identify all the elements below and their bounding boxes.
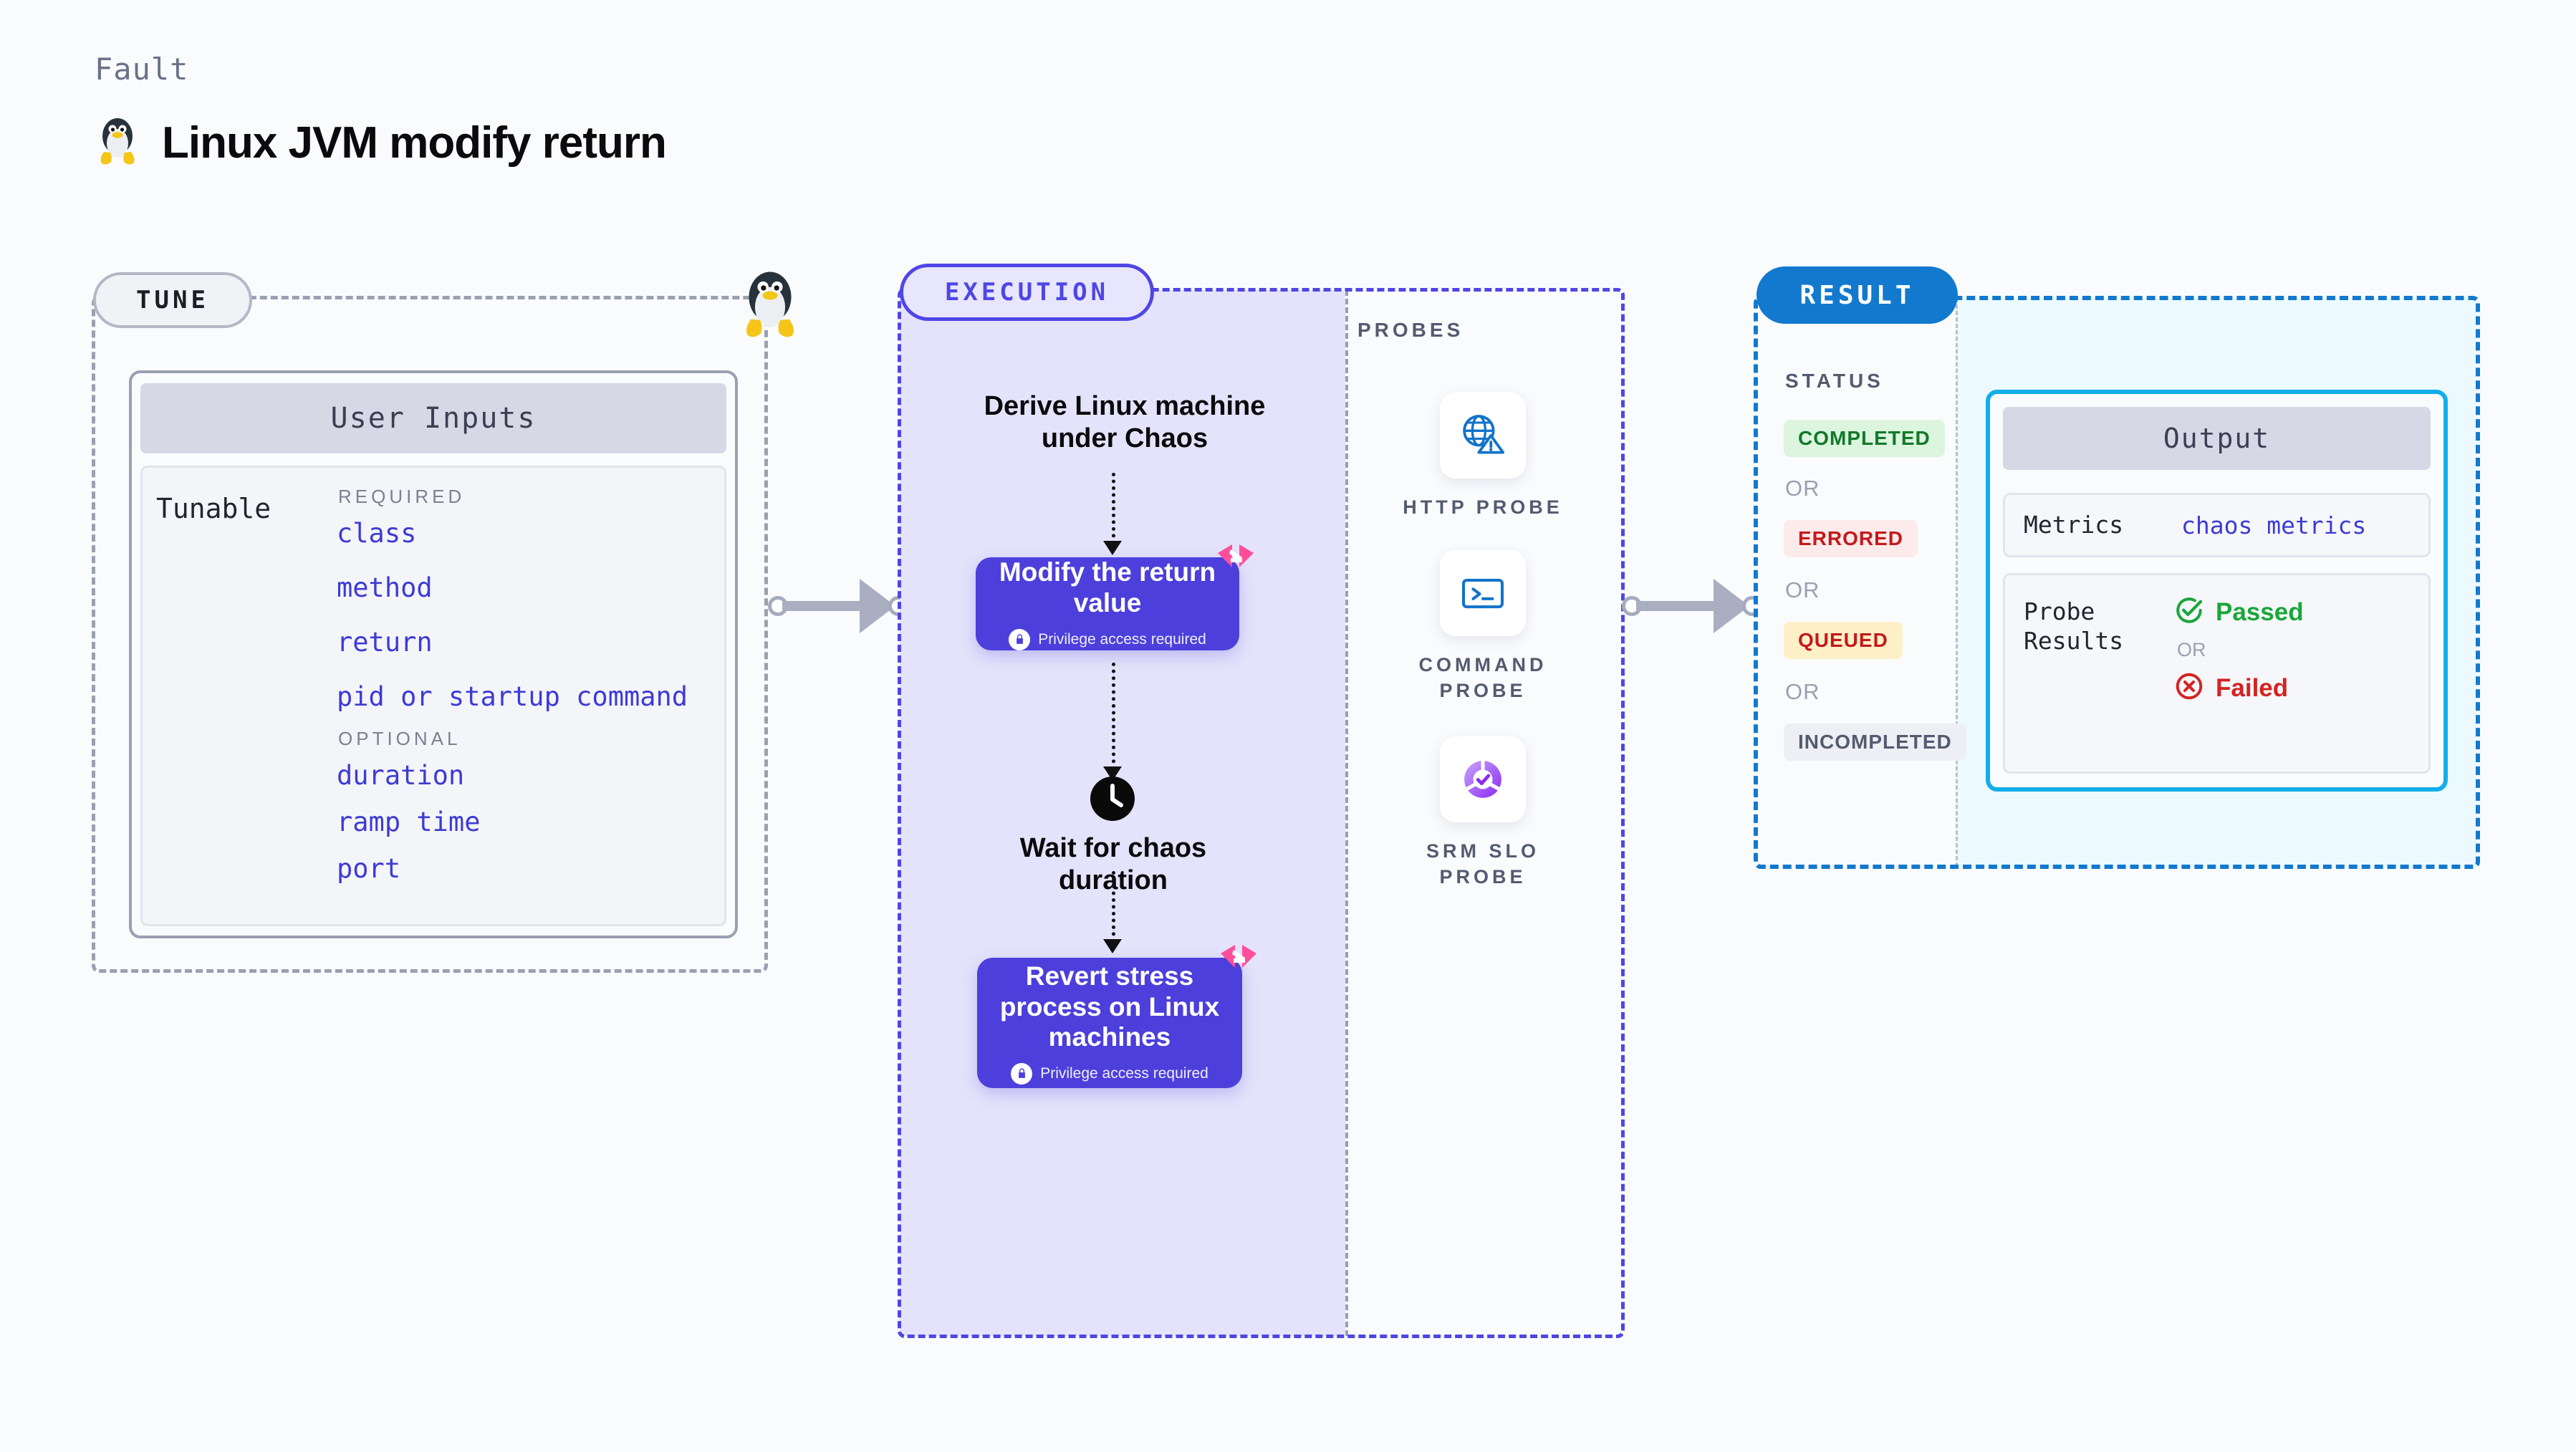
- tunable-row-label: Tunable: [156, 493, 271, 524]
- flow-arrow-2: [1112, 663, 1115, 770]
- connector-line-execution-result: [1636, 601, 1729, 611]
- tune-badge[interactable]: TUNE: [93, 272, 252, 328]
- probe-results-label: Probe Results: [2024, 597, 2124, 655]
- execution-step-derive-label: Derive Linux machine under Chaos: [984, 391, 1266, 453]
- output-metrics-row: Metrics chaos metrics: [2003, 493, 2431, 557]
- execution-section-box: [898, 288, 1625, 1338]
- flow-arrowhead-3: [1103, 939, 1122, 953]
- status-or-label: OR: [1785, 679, 1820, 704]
- probe-label: SRM SLO PROBE: [1426, 840, 1539, 888]
- node-title: Revert stress process on Linux machines: [999, 961, 1220, 1052]
- tunable-item-class[interactable]: class: [337, 518, 417, 549]
- user-inputs-header: User Inputs: [140, 383, 726, 453]
- globe-warning-icon: [1440, 393, 1526, 479]
- output-header: Output: [2003, 407, 2431, 470]
- probe-result-passed: Passed: [2174, 595, 2304, 629]
- probe-item-srm-slo[interactable]: SRM SLO PROBE: [1397, 736, 1569, 890]
- result-status-panel-fill: [1756, 298, 1957, 867]
- status-or-label: OR: [1785, 577, 1820, 602]
- x-circle-icon: [2174, 671, 2204, 705]
- passed-label: Passed: [2216, 597, 2304, 626]
- probe-label: HTTP PROBE: [1403, 496, 1563, 518]
- tunable-item-return[interactable]: return: [337, 627, 433, 658]
- probe-item-command[interactable]: COMMAND PROBE: [1397, 550, 1569, 704]
- probe-result-or-label: OR: [2177, 639, 2206, 660]
- probe-results-values: Passed OR Failed: [2174, 575, 2304, 771]
- status-badge-incompleted: INCOMPLETED: [1784, 723, 1966, 761]
- tunable-item-pid-or-startup-command[interactable]: pid or startup command: [337, 681, 688, 712]
- execution-node-revert-stress-process[interactable]: Revert stress process on Linux machines …: [977, 945, 1256, 1088]
- metrics-label: Metrics: [2024, 511, 2124, 539]
- status-title: STATUS: [1785, 370, 1884, 392]
- node-sub-label: Privilege access required: [1040, 1064, 1208, 1082]
- harness-logo-icon: [1213, 539, 1258, 583]
- node-privilege-note: Privilege access required: [1009, 628, 1206, 650]
- node-privilege-note: Privilege access required: [1011, 1062, 1208, 1085]
- probe-result-failed: Failed: [2174, 671, 2304, 705]
- node-sub-label: Privilege access required: [1038, 630, 1206, 648]
- linux-penguin-icon: [95, 115, 140, 171]
- metrics-value[interactable]: chaos metrics: [2181, 511, 2367, 539]
- tune-section-box: [92, 296, 768, 973]
- page-title-row: Linux JVM modify return: [95, 115, 667, 171]
- harness-logo-icon: [1216, 939, 1261, 984]
- status-badge-completed: COMPLETED: [1784, 420, 1945, 457]
- tunable-item-duration[interactable]: duration: [337, 760, 465, 791]
- flow-arrowhead-1: [1103, 541, 1122, 555]
- lock-icon: [1009, 628, 1031, 650]
- flow-arrow-1: [1112, 473, 1115, 544]
- user-inputs-body: [140, 466, 726, 926]
- status-or-label: OR: [1785, 476, 1820, 501]
- execution-badge[interactable]: EXECUTION: [900, 264, 1154, 321]
- clock-icon: [1090, 776, 1135, 822]
- execution-node-modify-return-value[interactable]: Modify the return value Privilege access…: [976, 544, 1254, 650]
- flow-arrow-3: [1112, 871, 1115, 943]
- fault-kicker-label: Fault: [95, 52, 189, 87]
- tunable-item-method[interactable]: method: [337, 572, 433, 603]
- connector-line-tune-execution: [782, 601, 875, 611]
- result-badge[interactable]: RESULT: [1756, 266, 1958, 324]
- output-probe-results-row: Probe Results Passed OR Failed: [2003, 573, 2431, 774]
- status-badge-queued: QUEUED: [1784, 622, 1903, 659]
- lock-icon: [1011, 1062, 1033, 1085]
- terminal-prompt-icon: [1440, 550, 1526, 636]
- result-section-box: [1754, 296, 2480, 869]
- node-title: Modify the return value: [999, 557, 1216, 617]
- probe-label: COMMAND PROBE: [1418, 654, 1547, 702]
- linux-penguin-icon: [738, 266, 802, 342]
- check-circle-icon: [2174, 595, 2204, 629]
- status-badge-errored: ERRORED: [1784, 520, 1918, 557]
- page-title: Linux JVM modify return: [162, 118, 667, 168]
- optional-group-title: OPTIONAL: [338, 728, 461, 749]
- slo-gauge-check-icon: [1440, 736, 1526, 822]
- result-panel-divider: [1956, 298, 1958, 867]
- tunable-item-ramp-time[interactable]: ramp time: [337, 807, 481, 837]
- required-group-title: REQUIRED: [338, 486, 466, 507]
- tunable-list: REQUIRED class method return pid or star…: [337, 486, 709, 900]
- failed-label: Failed: [2216, 673, 2289, 702]
- probes-title: PROBES: [1357, 319, 1464, 341]
- tunable-item-port[interactable]: port: [337, 853, 401, 884]
- probe-item-http[interactable]: HTTP PROBE: [1397, 393, 1569, 520]
